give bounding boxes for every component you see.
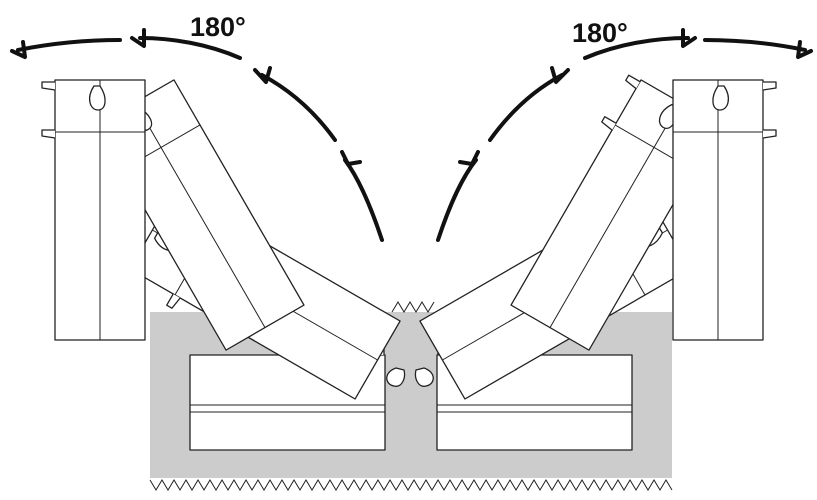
right-rotation-180 <box>672 79 777 341</box>
floor-hatch-top <box>391 301 435 313</box>
hanging-loop-icon <box>414 367 434 387</box>
right-unit-group <box>412 72 777 451</box>
hanging-loop-icon <box>386 367 406 387</box>
rotation-arrow-icon <box>436 28 813 242</box>
rotation-label-left: 180° <box>190 12 246 42</box>
left-rotation-180 <box>41 79 146 341</box>
rotation-label-right: 180° <box>572 18 628 48</box>
floor-hatch-bottom <box>149 479 673 491</box>
rotation-arrow-icon <box>10 28 384 242</box>
left-unit-group <box>41 79 406 451</box>
